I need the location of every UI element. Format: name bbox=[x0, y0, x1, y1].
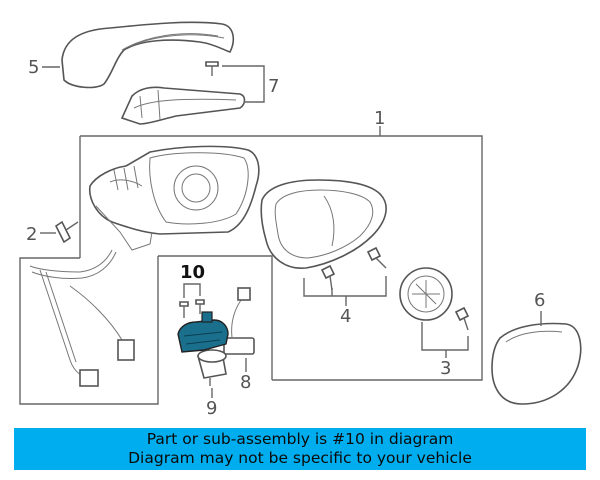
wiring-frame bbox=[19, 256, 159, 405]
part-9-motor[interactable] bbox=[196, 349, 227, 386]
callout-2: 2 bbox=[26, 224, 37, 245]
mirror-housing[interactable] bbox=[88, 145, 260, 251]
parts-diagram: 5 7 1 2 bbox=[19, 21, 582, 419]
part-10-highlighted-module[interactable] bbox=[177, 311, 229, 353]
part-5-mirror-cover[interactable] bbox=[61, 21, 235, 89]
info-banner: Part or sub-assembly is #10 in diagram D… bbox=[14, 428, 586, 470]
callout-10: 10 bbox=[180, 262, 205, 283]
callout-3: 3 bbox=[440, 358, 451, 379]
part-3-mirror-actuator[interactable] bbox=[399, 267, 470, 331]
leader-3 bbox=[421, 322, 469, 351]
callout-1: 1 bbox=[374, 108, 385, 129]
part-10-screws[interactable] bbox=[179, 299, 205, 318]
leader-10 bbox=[183, 283, 201, 298]
callout-6: 6 bbox=[534, 290, 545, 311]
part-6-mirror-glass[interactable] bbox=[491, 322, 582, 405]
leader-4 bbox=[303, 276, 387, 297]
banner-line-2: Diagram may not be specific to your vehi… bbox=[128, 449, 472, 467]
wiring-harness[interactable] bbox=[29, 249, 135, 387]
callout-9: 9 bbox=[206, 398, 217, 419]
leader-7 bbox=[222, 65, 265, 103]
center-frame bbox=[158, 255, 273, 380]
mirror-bracket[interactable] bbox=[260, 179, 387, 269]
part-7-turn-signal[interactable] bbox=[120, 86, 246, 125]
part-8-connector[interactable] bbox=[223, 287, 255, 355]
callout-8: 8 bbox=[240, 372, 251, 393]
callout-5: 5 bbox=[28, 57, 39, 78]
callout-4: 4 bbox=[340, 306, 351, 327]
callout-7: 7 bbox=[268, 76, 279, 97]
banner-line-1: Part or sub-assembly is #10 in diagram bbox=[146, 430, 454, 448]
part-4-screws[interactable] bbox=[320, 246, 387, 291]
part-2-bolt[interactable] bbox=[54, 220, 79, 244]
part-7-screw[interactable] bbox=[205, 61, 219, 76]
